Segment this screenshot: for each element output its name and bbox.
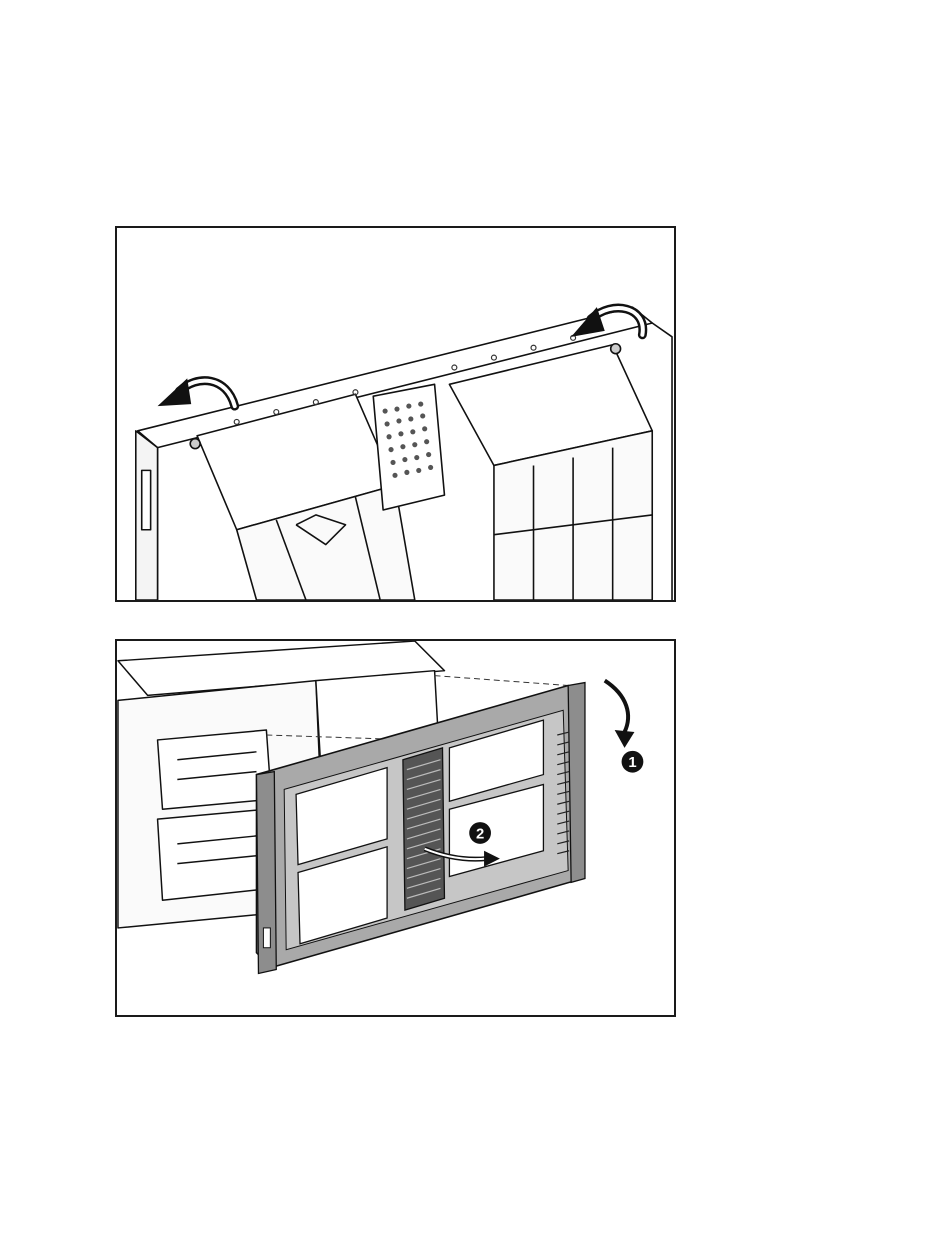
illustration-remove-bezel: 1 2: [115, 639, 676, 1017]
fan-grille: [373, 384, 444, 510]
chassis-top-drawing: [117, 228, 674, 600]
callout-2: 2: [469, 822, 491, 844]
illustration-release-levers: [115, 226, 676, 602]
callout-1-label: 1: [628, 755, 636, 771]
left-thumbscrew: [190, 439, 200, 449]
callout-2-label: 2: [476, 826, 484, 842]
right-thumbscrew: [611, 344, 621, 354]
rotate-arrow-left-icon: [158, 378, 235, 406]
callout-1: 1: [622, 751, 644, 773]
bezel-removal-drawing: 1 2: [117, 641, 674, 1015]
rotate-arrow-down-icon: [605, 681, 635, 748]
